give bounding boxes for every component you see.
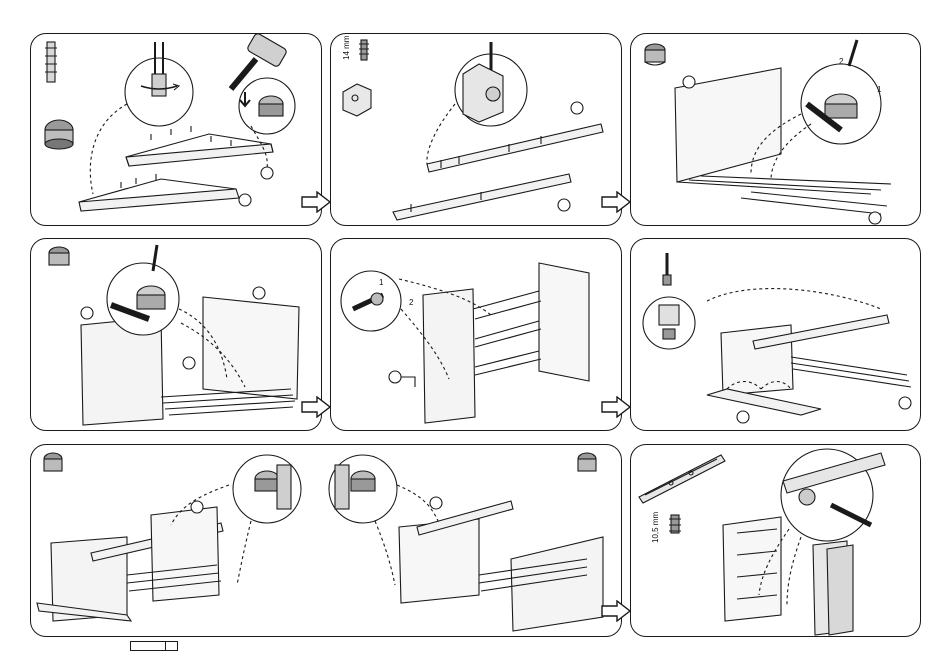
step-panel-2: 14 mm — [330, 33, 622, 226]
next-step-arrow-icon — [601, 396, 631, 418]
step-panel-7 — [30, 444, 622, 637]
angle-bracket-icon — [343, 84, 371, 116]
step-panel-3: 2 1 — [630, 33, 921, 226]
step-panel-6 — [630, 238, 921, 431]
cam-lock-icon-right — [578, 453, 596, 471]
next-step-arrow-icon — [601, 191, 631, 213]
rotation-step-1b: 1 — [379, 278, 384, 287]
page-indicator-box — [130, 641, 178, 651]
step-7-illustration — [31, 445, 622, 637]
step-4-illustration — [31, 239, 322, 431]
cam-lock-icon — [49, 247, 69, 265]
screw-length-label: 14 mm — [342, 36, 351, 60]
cam-dowel-icon — [45, 42, 57, 82]
step-1-illustration — [31, 34, 322, 226]
rotation-step-2b: 2 — [409, 298, 414, 307]
cam-lock-icon — [45, 120, 73, 149]
screw-length-label-b: 10,5 mm — [651, 512, 660, 543]
screw-icon — [359, 40, 369, 60]
rotation-step-1: 1 — [877, 85, 882, 94]
step-panel-5: 1 2 — [330, 238, 622, 431]
step-panel-1 — [30, 33, 322, 226]
rotation-step-2: 2 — [839, 57, 844, 66]
cam-lock-icon — [645, 44, 665, 65]
step-panel-4 — [30, 238, 322, 431]
next-step-arrow-icon — [301, 396, 331, 418]
next-step-arrow-icon — [601, 600, 631, 622]
step-panel-8: 10,5 mm — [630, 444, 921, 637]
next-step-arrow-icon — [301, 191, 331, 213]
step-8-illustration — [631, 445, 921, 637]
step-5-illustration: 1 2 — [331, 239, 622, 431]
step-6-illustration — [631, 239, 921, 431]
cam-lock-icon — [44, 453, 62, 471]
step-3-illustration: 2 1 — [631, 34, 921, 226]
step-2-illustration — [331, 34, 622, 226]
